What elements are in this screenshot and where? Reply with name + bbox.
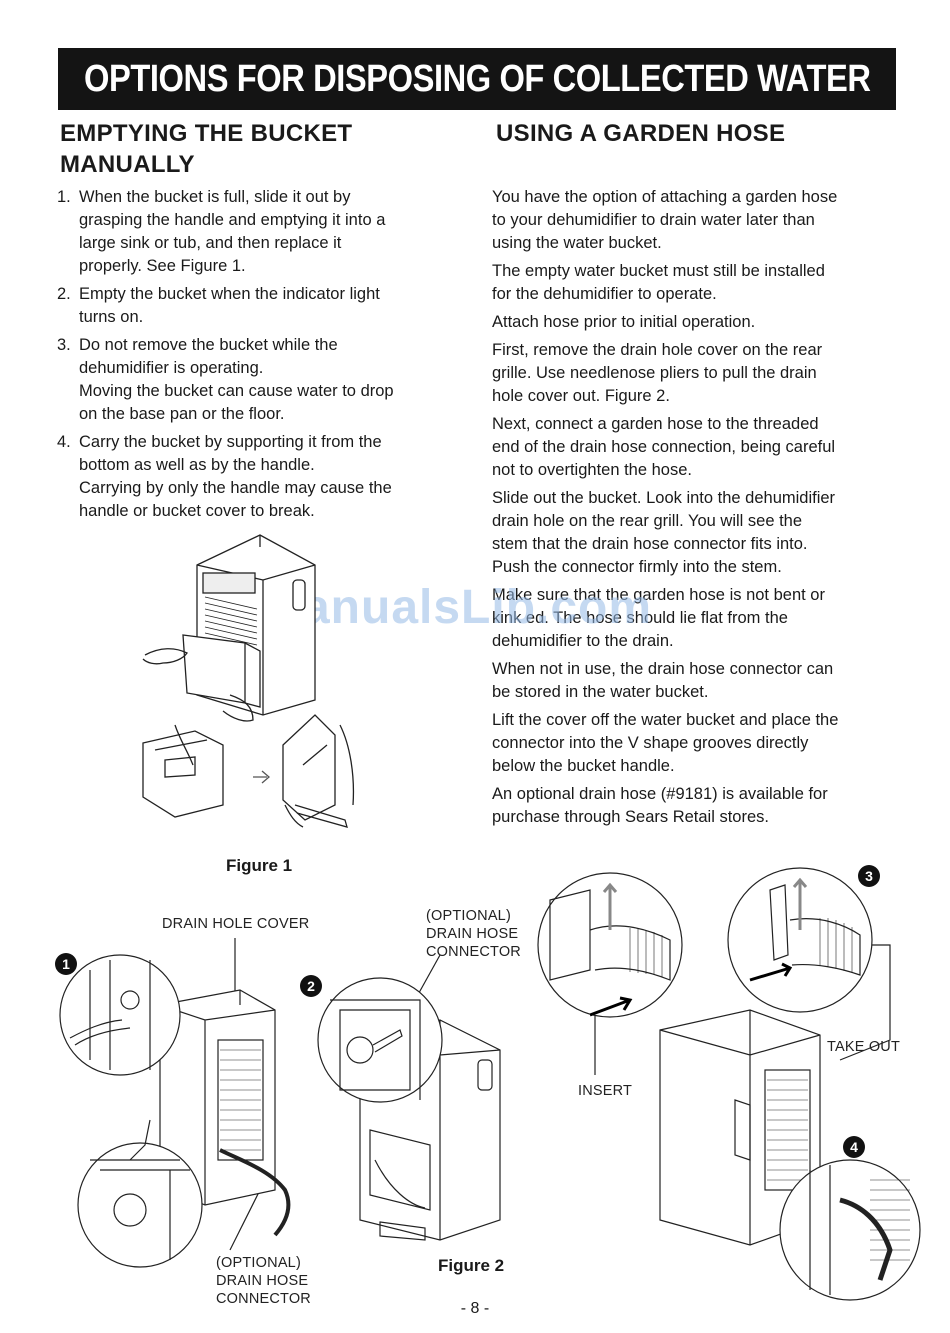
paragraph-line: be stored in the water bucket. xyxy=(492,683,709,701)
step-badge-1: 1 xyxy=(55,953,77,975)
instructions-garden-hose: You have the option of attaching a garde… xyxy=(492,186,902,834)
right-heading: USING A GARDEN HOSE xyxy=(496,120,786,147)
label-line: (OPTIONAL) xyxy=(216,1255,301,1271)
left-heading-line1: EMPTYING THE BUCKET xyxy=(60,120,353,147)
paragraph-line: grille. Use needlenose pliers to pull th… xyxy=(492,364,817,382)
paragraph-line: below the bucket handle. xyxy=(492,757,675,775)
instruction-line: dehumidifier is operating. xyxy=(79,359,264,377)
paragraph-line: using the water bucket. xyxy=(492,234,662,252)
label-line: CONNECTOR xyxy=(216,1291,311,1307)
paragraph-line: dehumidifier to the drain. xyxy=(492,632,674,650)
hose-paragraph: The empty water bucket must still be ins… xyxy=(492,260,902,306)
instruction-number: 4. xyxy=(57,433,71,451)
paragraph-line: hole cover out. Figure 2. xyxy=(492,387,670,405)
instruction-number: 1. xyxy=(57,188,71,206)
paragraph-line: Next, connect a garden hose to the threa… xyxy=(492,415,819,433)
instruction-line: on the base pan or the floor. xyxy=(79,405,285,423)
paragraph-line: The empty water bucket must still be ins… xyxy=(492,262,825,280)
instruction-number: 2. xyxy=(57,285,71,303)
paragraph-line: to your dehumidifier to drain water late… xyxy=(492,211,815,229)
step-badge-4: 4 xyxy=(843,1136,865,1158)
instruction-line: grasping the handle and emptying it into… xyxy=(79,211,386,229)
instruction-text: Carry the bucket by supporting it from t… xyxy=(79,431,457,523)
instruction-item: 2. Empty the bucket when the indicator li… xyxy=(57,283,457,329)
hose-paragraph: First, remove the drain hole cover on th… xyxy=(492,339,902,408)
instruction-line: Carry the bucket by supporting it from t… xyxy=(79,433,382,451)
hose-paragraph: Lift the cover off the water bucket and … xyxy=(492,709,902,778)
instruction-line: handle or bucket cover to break. xyxy=(79,502,315,520)
step-badge-3: 3 xyxy=(858,865,880,887)
instruction-line: turns on. xyxy=(79,308,144,326)
step-badge-2: 2 xyxy=(300,975,322,997)
paragraph-line: not to overtighten the hose. xyxy=(492,461,692,479)
instruction-item: 3. Do not remove the bucket while the dehu… xyxy=(57,334,457,426)
section-banner: OPTIONS FOR DISPOSING OF COLLECTED WATER xyxy=(58,48,896,110)
left-heading-line2: MANUALLY xyxy=(60,151,195,178)
hose-paragraph: Attach hose prior to initial operation. xyxy=(492,311,902,334)
paragraph-line: end of the drain hose connection, being … xyxy=(492,438,836,456)
instruction-line: Do not remove the bucket while the xyxy=(79,336,338,354)
label-drain-hole-cover: DRAIN HOLE COVER xyxy=(162,916,310,932)
hose-paragraph: Make sure that the garden hose is not be… xyxy=(492,584,902,653)
paragraph-line: for the dehumidifier to operate. xyxy=(492,285,717,303)
label-line: DRAIN HOSE xyxy=(216,1273,309,1289)
page-number: - 8 - xyxy=(460,1300,490,1317)
instruction-text: Empty the bucket when the indicator ligh… xyxy=(79,283,457,329)
paragraph-line: Attach hose prior to initial operation. xyxy=(492,313,756,331)
instruction-item: 4. Carry the bucket by supporting it from… xyxy=(57,431,457,523)
figure1-caption: Figure 1 xyxy=(226,856,293,875)
left-heading: EMPTYING THE BUCKET MANUALLY xyxy=(60,118,352,180)
hose-paragraph: When not in use, the drain hose connecto… xyxy=(492,658,902,704)
banner-title: OPTIONS FOR DISPOSING OF COLLECTED WATER xyxy=(83,57,871,100)
instruction-line: bottom as well as by the handle. xyxy=(79,456,315,474)
instructions-list-manual: 1. When the bucket is full, slide it out … xyxy=(57,186,457,528)
paragraph-line: purchase through Sears Retail stores. xyxy=(492,808,769,826)
paragraph-line: connector into the V shape grooves direc… xyxy=(492,734,809,752)
instruction-text: Do not remove the bucket while the dehumi… xyxy=(79,334,457,426)
instruction-text: When the bucket is full, slide it out by… xyxy=(79,186,457,278)
hose-paragraph: You have the option of attaching a garde… xyxy=(492,186,902,255)
paragraph-line: drain hole on the rear grill. You will s… xyxy=(492,512,803,530)
label-optional-connector-top: (OPTIONAL) DRAIN HOSE CONNECTOR xyxy=(426,907,521,961)
paragraph-line: You have the option of attaching a garde… xyxy=(492,188,838,206)
hose-paragraph: An optional drain hose (#9181) is availa… xyxy=(492,783,902,829)
figure2-caption: Figure 2 xyxy=(438,1256,505,1275)
instruction-line: When the bucket is full, slide it out by xyxy=(79,188,351,206)
paragraph-line: kink ed. The hose should lie flat from t… xyxy=(492,609,788,627)
paragraph-line: An optional drain hose (#9181) is availa… xyxy=(492,785,828,803)
instruction-line: large sink or tub, and then replace it xyxy=(79,234,342,252)
paragraph-line: Lift the cover off the water bucket and … xyxy=(492,711,839,729)
figure1-illustration xyxy=(142,534,355,828)
instruction-item: 1. When the bucket is full, slide it out … xyxy=(57,186,457,278)
paragraph-line: When not in use, the drain hose connecto… xyxy=(492,660,834,678)
label-line: DRAIN HOSE xyxy=(426,926,519,942)
figure2-illustration xyxy=(59,867,921,1301)
paragraph-line: First, remove the drain hole cover on th… xyxy=(492,341,823,359)
paragraph-line: Make sure that the garden hose is not be… xyxy=(492,586,825,604)
label-optional-connector-bottom: (OPTIONAL) DRAIN HOSE CONNECTOR xyxy=(216,1254,311,1308)
hose-paragraph: Next, connect a garden hose to the threa… xyxy=(492,413,902,482)
hose-paragraph: Slide out the bucket. Look into the dehu… xyxy=(492,487,902,579)
paragraph-line: Push the connector firmly into the stem. xyxy=(492,558,782,576)
label-line: CONNECTOR xyxy=(426,944,521,960)
label-line: (OPTIONAL) xyxy=(426,908,511,924)
instruction-number: 3. xyxy=(57,336,71,354)
instruction-line: properly. See Figure 1. xyxy=(79,257,246,275)
label-insert: INSERT xyxy=(578,1083,633,1099)
paragraph-line: Slide out the bucket. Look into the dehu… xyxy=(492,489,836,507)
instruction-line: Moving the bucket can cause water to dro… xyxy=(79,382,394,400)
instruction-line: Empty the bucket when the indicator ligh… xyxy=(79,285,380,303)
paragraph-line: stem that the drain hose connector fits … xyxy=(492,535,808,553)
instruction-line: Carrying by only the handle may cause th… xyxy=(79,479,392,497)
